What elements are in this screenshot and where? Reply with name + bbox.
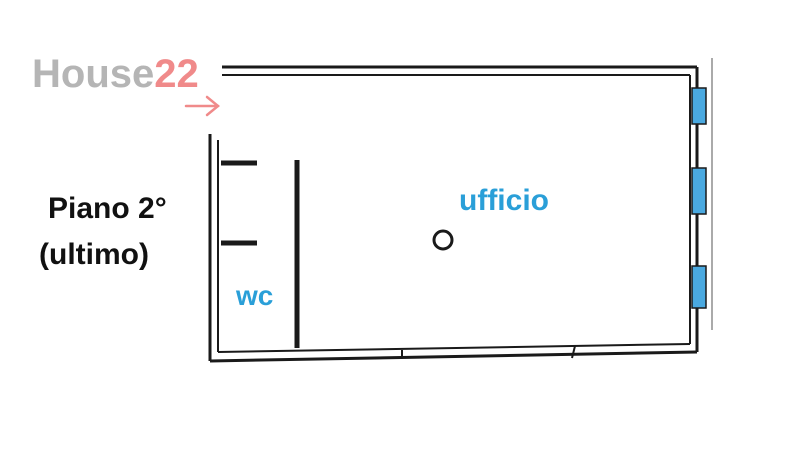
outer-walls	[208, 65, 699, 363]
logo-number: 22	[154, 52, 199, 96]
bottom-ticks	[401, 345, 576, 359]
circle-fixture-icon	[432, 229, 454, 251]
room-label-bathroom: wc	[236, 280, 274, 311]
room-label-office: ufficio	[459, 184, 549, 217]
windows	[691, 87, 707, 309]
window-2	[691, 167, 707, 215]
floor-label-line1: Piano 2°	[48, 192, 167, 225]
interior-walls	[221, 160, 300, 348]
right-arrow-icon	[184, 95, 220, 117]
floor-label-line2: (ultimo)	[39, 238, 149, 271]
brand-logo: House22	[32, 54, 199, 94]
window-3	[691, 265, 707, 309]
window-1	[691, 87, 707, 125]
logo-brand: House	[32, 52, 155, 96]
